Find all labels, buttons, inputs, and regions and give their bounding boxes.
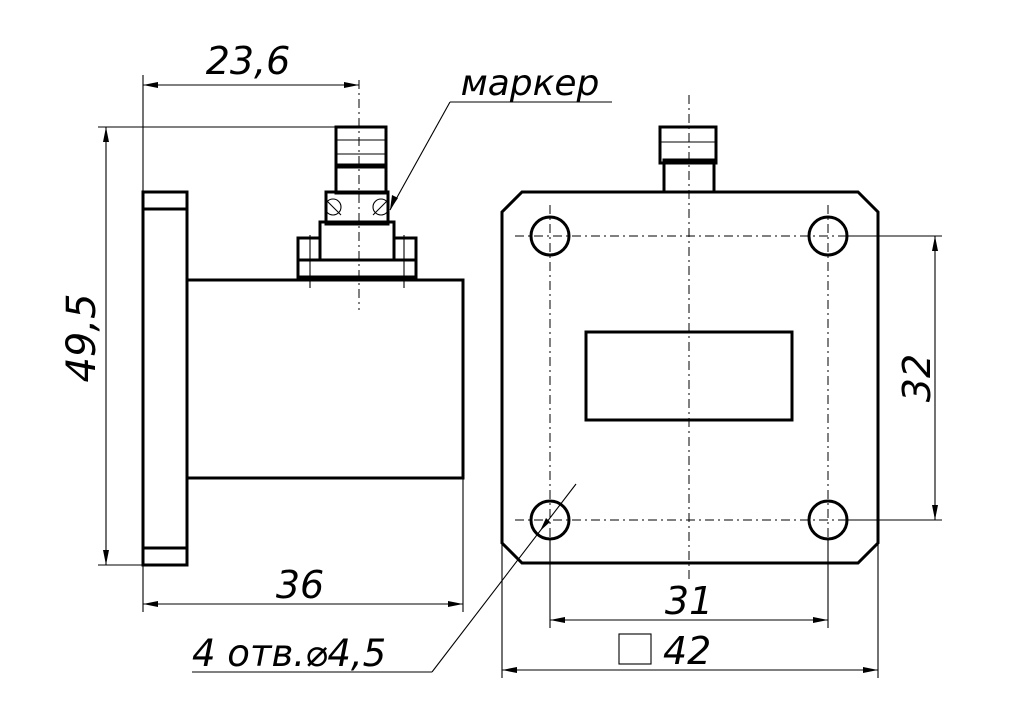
side-connector-nut bbox=[334, 125, 388, 169]
front-flange-outline bbox=[500, 190, 880, 565]
side-connector-body bbox=[334, 163, 388, 195]
front-connector-nut bbox=[658, 125, 718, 165]
front-hole-top-left bbox=[529, 215, 571, 257]
dimension-arrows bbox=[103, 82, 938, 673]
holes-note: 4 отв.⌀4,5 bbox=[192, 632, 386, 675]
side-connector-block bbox=[318, 220, 396, 262]
marker-label: маркер bbox=[461, 63, 600, 104]
dim-length: 36 bbox=[276, 563, 324, 607]
side-connector-base bbox=[296, 258, 418, 279]
side-connector-housing bbox=[324, 190, 390, 226]
dim-height: 49,5 bbox=[59, 293, 105, 382]
side-flange bbox=[141, 190, 189, 567]
dim-hole-spacing-vertical: 32 bbox=[895, 354, 939, 402]
dim-flange-square-value: 42 bbox=[663, 629, 711, 673]
side-view bbox=[141, 80, 465, 567]
side-flange-top-band bbox=[141, 190, 189, 211]
square-symbol bbox=[618, 633, 652, 665]
side-screw-left bbox=[324, 198, 342, 216]
side-flange-bottom-band bbox=[141, 546, 189, 567]
front-hole-bottom-left bbox=[529, 499, 571, 541]
side-screw-right bbox=[372, 198, 390, 216]
side-connector-flange-right bbox=[392, 236, 418, 262]
side-connector-flange-left bbox=[296, 236, 322, 262]
dim-flange-square: 42 bbox=[618, 629, 711, 673]
dim-hole-spacing-horizontal: 31 bbox=[665, 579, 713, 623]
side-waveguide-body bbox=[185, 278, 465, 480]
front-view bbox=[500, 95, 880, 580]
dimension-lines bbox=[98, 75, 942, 678]
dim-connector-offset: 23,6 bbox=[206, 39, 291, 83]
